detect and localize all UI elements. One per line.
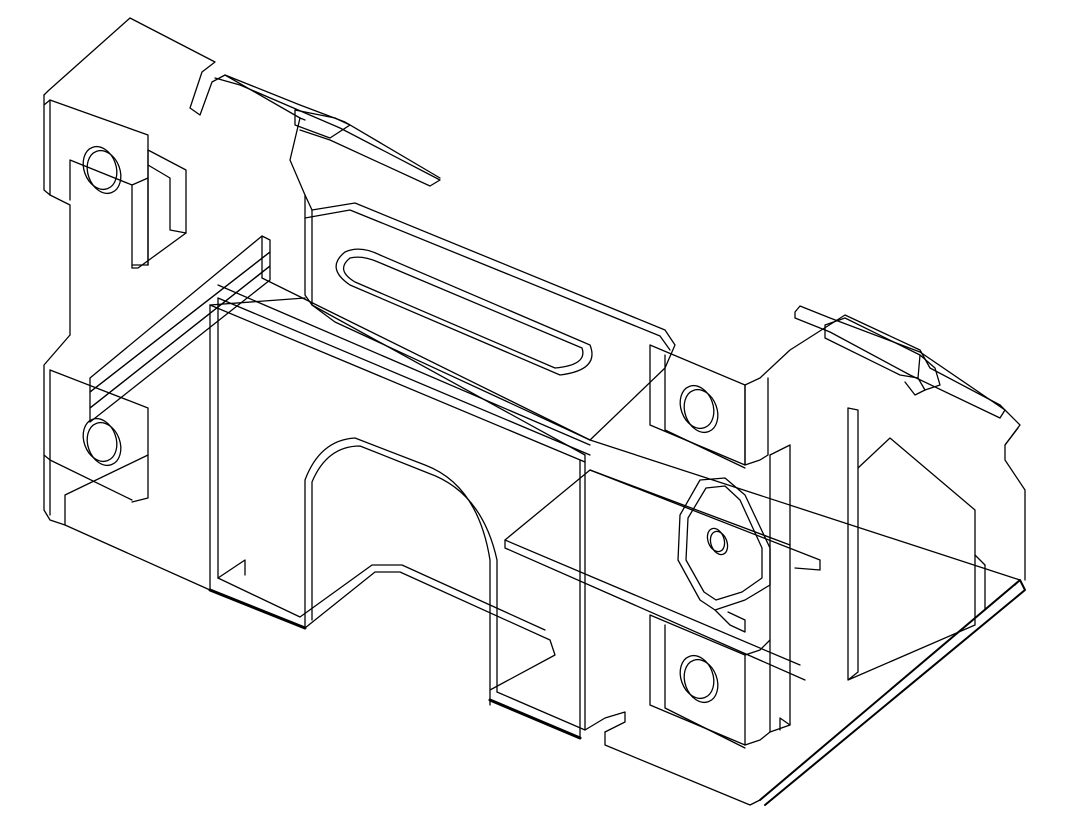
louvre-slats [89,235,591,463]
left-top-tab [214,74,441,187]
left-lower-flange [43,334,211,591]
center-lower-hole [679,654,719,704]
center-lower-flange [649,444,791,749]
base-rail [208,454,1026,806]
center-upper-hole [679,384,719,434]
left-upper-hole [82,145,122,195]
right-top-tab [794,305,1006,419]
top-slot [335,248,593,376]
left-lower-hole [82,417,122,467]
left-upper-flange [43,17,313,336]
through-edges [311,304,1021,581]
hex-boss [677,477,771,633]
front-arch [209,297,556,706]
middle-plate [504,469,821,681]
center-upper-flange [649,314,1001,469]
right-wall [847,404,1026,681]
top-plate [209,117,676,441]
